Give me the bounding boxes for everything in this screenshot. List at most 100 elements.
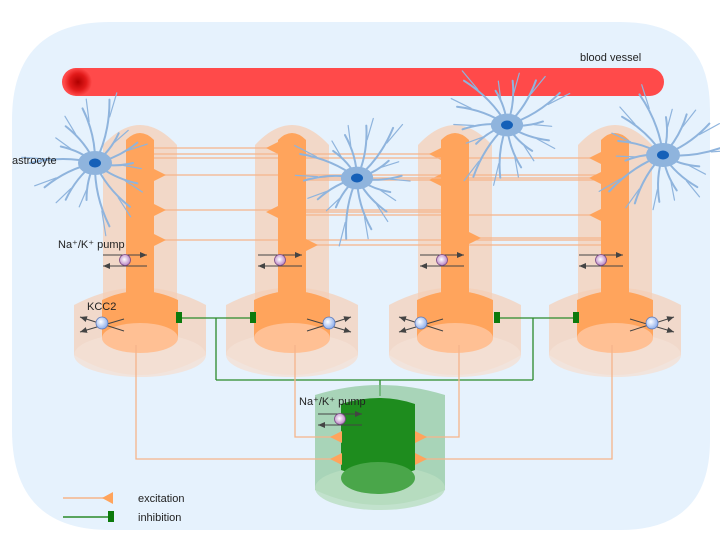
astrocyte-branch bbox=[497, 80, 502, 100]
astrocyte-branch bbox=[325, 197, 341, 212]
astrocyte-branch bbox=[307, 190, 328, 199]
blood-vessel bbox=[62, 68, 664, 96]
astrocyte-branch bbox=[109, 92, 118, 118]
astrocyte-nucleus bbox=[657, 150, 669, 160]
astrocyte-branch bbox=[619, 106, 636, 125]
excitation-to-interneuron bbox=[135, 345, 613, 460]
astrocyte-3 bbox=[450, 70, 571, 186]
astrocyte-branch bbox=[615, 155, 636, 158]
astrocyte-2 bbox=[294, 117, 411, 247]
astrocyte-branch bbox=[641, 84, 650, 110]
excitation-arrowhead bbox=[266, 142, 278, 154]
astrocyte-branch bbox=[294, 144, 317, 158]
excitation-arrowhead bbox=[429, 148, 441, 160]
legend-excitation-label: excitation bbox=[138, 493, 184, 505]
astrocyte-branch bbox=[386, 123, 404, 144]
astrocyte-branch bbox=[611, 132, 632, 143]
astrocyte-branch bbox=[389, 178, 411, 182]
astrocyte-nucleus bbox=[89, 158, 101, 168]
excitation-arrowhead bbox=[589, 152, 601, 164]
astrocyte-branch bbox=[380, 189, 397, 202]
astrocyte-branch bbox=[465, 136, 484, 144]
excitation-arrowhead bbox=[589, 172, 601, 184]
astrocyte-branch bbox=[514, 156, 519, 178]
astrocyte-branch bbox=[101, 210, 107, 237]
inhibition-terminals bbox=[176, 312, 579, 323]
astrocyte-branch bbox=[127, 143, 148, 152]
background-panel bbox=[12, 22, 710, 530]
excitation-terminals-interneuron bbox=[330, 431, 427, 465]
astrocyte-branch bbox=[493, 163, 500, 186]
astrocyte-branch bbox=[338, 221, 346, 247]
astrocyte-branch bbox=[117, 197, 132, 218]
astrocyte-1 bbox=[21, 92, 148, 237]
excitation-arrowhead bbox=[469, 232, 481, 244]
astrocyte-branch bbox=[463, 160, 480, 182]
inhibition-connections bbox=[180, 317, 575, 396]
legend-excitation-symbol bbox=[63, 492, 113, 504]
astrocyte-branch bbox=[64, 115, 77, 135]
astrocyte-branch bbox=[453, 123, 475, 127]
astrocyte-branch bbox=[450, 97, 472, 109]
astrocyte-branch bbox=[34, 177, 57, 187]
astrocyte-branch bbox=[710, 150, 720, 153]
astrocyte-branch bbox=[625, 188, 640, 209]
astrocyte-nucleus bbox=[501, 120, 513, 130]
astrocyte-branch bbox=[530, 75, 546, 95]
excitation-arrowhead bbox=[154, 204, 166, 216]
kcc2-transporter-icon bbox=[398, 316, 444, 333]
legend: excitation inhibition bbox=[63, 492, 184, 524]
astrocyte-branch bbox=[598, 178, 622, 192]
kcc2-transporter-icon bbox=[629, 316, 675, 333]
astrocyte-branch bbox=[698, 123, 720, 136]
astrocyte-label: astrocyte bbox=[12, 155, 57, 167]
astrocyte-branch bbox=[666, 108, 673, 128]
astrocyte-branch bbox=[363, 216, 369, 240]
blood-vessel-label: blood vessel bbox=[580, 52, 641, 64]
interneuron bbox=[315, 385, 445, 510]
astrocyte-branch bbox=[331, 140, 342, 158]
astrocyte-branch bbox=[85, 98, 90, 123]
pump-label-center: Na⁺/K⁺ pump bbox=[299, 396, 366, 408]
astrocyte-branch bbox=[381, 161, 400, 168]
astrocyte-branch bbox=[21, 156, 48, 160]
astrocyte-branch bbox=[523, 145, 535, 162]
astrocyte-branch bbox=[652, 188, 658, 211]
astrocyte-branch bbox=[688, 165, 707, 175]
pump-label-left: Na⁺/K⁺ pump bbox=[58, 239, 125, 251]
na-k-pump-icon bbox=[579, 252, 623, 269]
astrocyte-branch bbox=[682, 109, 697, 127]
kcc2-transporter-icon bbox=[306, 316, 352, 333]
kcc2-transporter-icon bbox=[79, 316, 125, 333]
na-k-pump-icon bbox=[103, 252, 147, 269]
astrocyte-branch bbox=[461, 70, 479, 91]
astrocyte-branch bbox=[55, 137, 72, 150]
astrocyte-branch bbox=[670, 181, 676, 201]
excitation-arrowhead bbox=[429, 174, 441, 186]
legend-inhibition-label: inhibition bbox=[138, 512, 181, 524]
legend-inhibition-symbol bbox=[63, 511, 114, 522]
astrocyte-4 bbox=[598, 84, 720, 211]
astrocyte-branch bbox=[536, 138, 556, 150]
kcc2-label: KCC2 bbox=[87, 301, 116, 313]
excitation-arrowhead bbox=[306, 239, 318, 251]
astrocyte-branch bbox=[376, 204, 389, 223]
astrocyte-branch bbox=[547, 92, 571, 106]
astrocyte-branch bbox=[294, 174, 318, 178]
astrocyte-branch bbox=[533, 124, 553, 127]
astrocyte-branch bbox=[55, 187, 72, 204]
excitation-arrowhead bbox=[154, 169, 166, 181]
astrocyte-branch bbox=[366, 117, 374, 141]
astrocyte-branch bbox=[122, 164, 142, 170]
astrocyte-nucleus bbox=[351, 173, 363, 183]
na-k-pump-icon bbox=[318, 411, 362, 428]
astrocyte-branch bbox=[78, 189, 88, 208]
astrocyte-branch bbox=[124, 180, 143, 193]
astrocyte-branch bbox=[685, 180, 701, 198]
astrocyte-branch bbox=[347, 124, 352, 146]
excitation-arrowhead bbox=[154, 234, 166, 246]
na-k-pump-icon bbox=[258, 252, 302, 269]
astrocyte-branch bbox=[113, 129, 129, 144]
